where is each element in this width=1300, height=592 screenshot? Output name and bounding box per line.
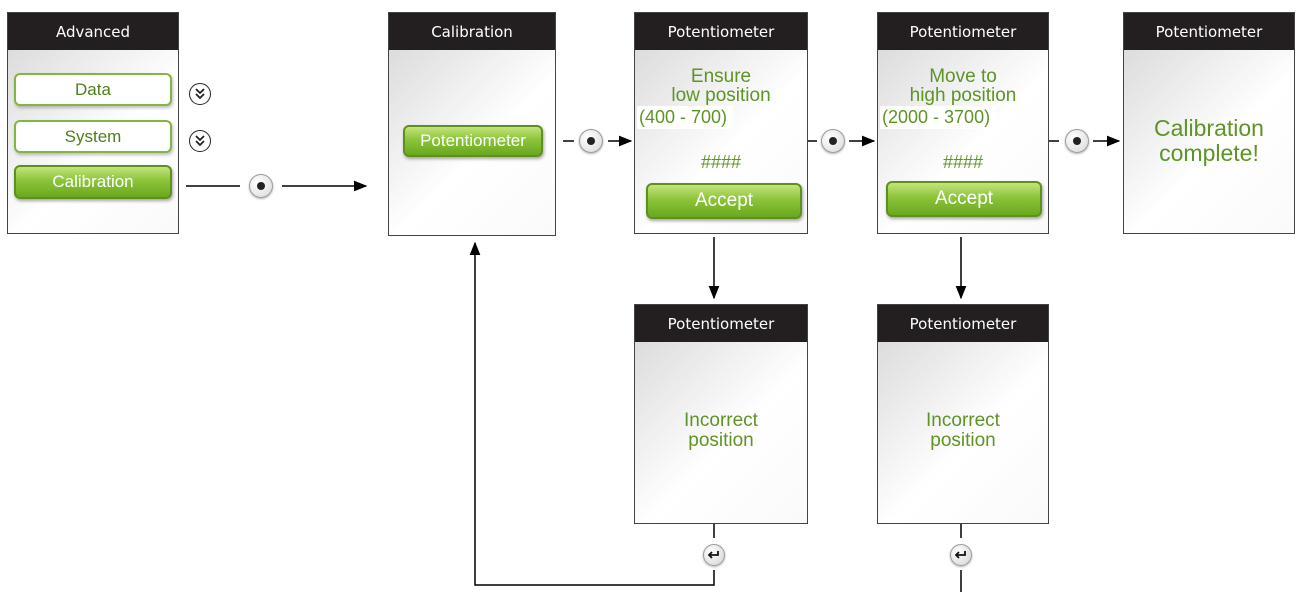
potentiometer-button[interactable]: Potentiometer	[403, 125, 543, 157]
error-line-2: position	[688, 430, 754, 451]
screen-title: Potentiometer	[635, 305, 807, 342]
screen-body: Move to high position (2000 - 3700) ####…	[878, 50, 1048, 233]
instruction-line-1: Ensure	[690, 66, 752, 87]
instruction-line-1: Move to	[929, 66, 997, 87]
select-button-icon	[579, 129, 603, 153]
sensor-value: ####	[942, 152, 984, 172]
position-range: (400 - 700)	[637, 106, 734, 129]
screen-error-high: Potentiometer Incorrect position	[877, 304, 1049, 524]
enter-return-icon	[950, 544, 972, 566]
select-button-icon	[1065, 129, 1089, 153]
select-button-icon	[249, 174, 273, 198]
complete-line-2: complete!	[1159, 140, 1259, 166]
menu-item-calibration[interactable]: Calibration	[14, 165, 172, 199]
complete-line-1: Calibration	[1154, 115, 1264, 141]
screen-body: Ensure low position (400 - 700) #### Acc…	[635, 50, 807, 233]
accept-button[interactable]: Accept	[646, 183, 802, 219]
scroll-down-icon	[189, 130, 211, 152]
enter-return-icon	[703, 544, 725, 566]
instruction-line-2: low position	[671, 85, 771, 106]
screen-title: Potentiometer	[1124, 13, 1294, 50]
screen-body: Data System Calibration	[8, 50, 178, 233]
screen-title: Potentiometer	[635, 13, 807, 50]
connector-error-low-return	[469, 241, 715, 586]
screen-body: Calibration complete!	[1124, 50, 1294, 233]
select-button-icon	[821, 129, 845, 153]
accept-button[interactable]: Accept	[886, 181, 1042, 217]
scroll-down-icon	[189, 83, 211, 105]
error-line-2: position	[930, 430, 996, 451]
screen-body: Incorrect position	[878, 342, 1048, 523]
screen-calibration: Calibration Potentiometer	[388, 12, 556, 236]
screen-potentiometer-high: Potentiometer Move to high position (200…	[877, 12, 1049, 234]
screen-title: Calibration	[389, 13, 555, 50]
screen-advanced: Advanced Data System Calibration	[7, 12, 179, 234]
screen-title: Advanced	[8, 13, 178, 50]
screen-title: Potentiometer	[878, 13, 1048, 50]
error-line-1: Incorrect	[926, 410, 1000, 431]
position-range: (2000 - 3700)	[880, 106, 997, 129]
screen-error-low: Potentiometer Incorrect position	[634, 304, 808, 524]
instruction-line-2: high position	[909, 85, 1017, 106]
screen-body: Incorrect position	[635, 342, 807, 523]
menu-item-data[interactable]: Data	[14, 73, 172, 106]
screen-calibration-complete: Potentiometer Calibration complete!	[1123, 12, 1295, 234]
screen-title: Potentiometer	[878, 305, 1048, 342]
sensor-value: ####	[700, 152, 742, 172]
error-line-1: Incorrect	[684, 410, 758, 431]
menu-item-system[interactable]: System	[14, 120, 172, 153]
screen-potentiometer-low: Potentiometer Ensure low position (400 -…	[634, 12, 808, 234]
screen-body: Potentiometer	[389, 50, 555, 235]
